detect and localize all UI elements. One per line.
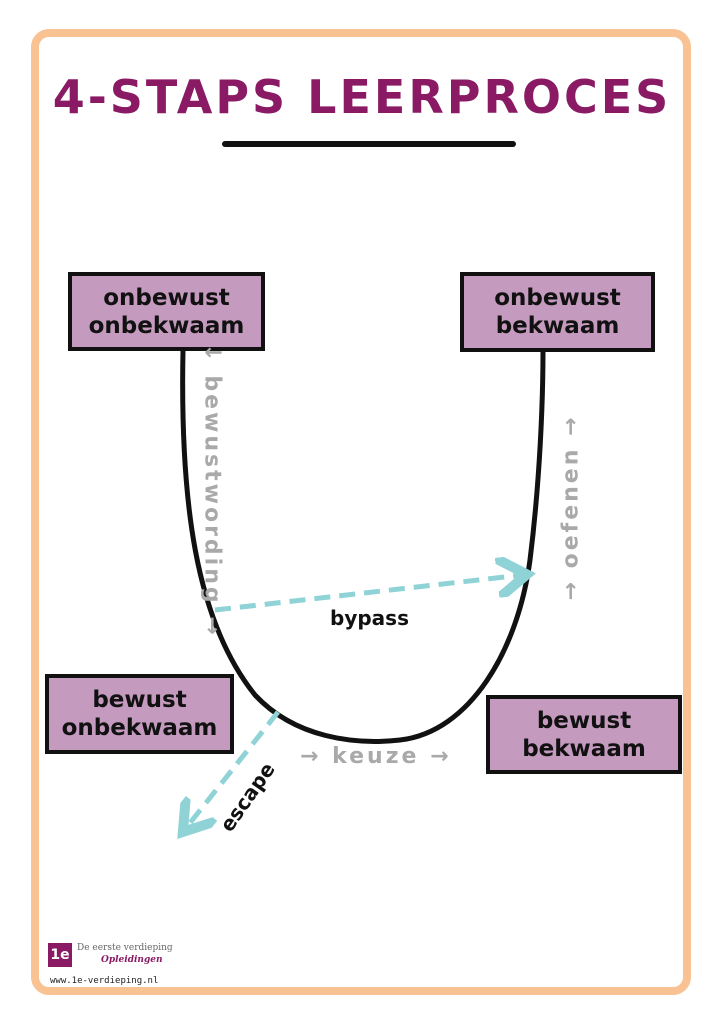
website-url: www.1e-verdieping.nl xyxy=(50,976,159,986)
label-keuze: → keuze → xyxy=(300,744,452,769)
stage-onbewust-onbekwaam: onbewust onbekwaam xyxy=(68,272,265,351)
label-bewustwording: ↓ bewustwording → xyxy=(199,343,225,638)
logo-mark: 1e xyxy=(48,943,72,967)
stage-line: onbekwaam xyxy=(61,715,218,741)
stage-line: bekwaam xyxy=(522,735,646,762)
stage-line: bewust xyxy=(536,707,632,734)
poster-frame xyxy=(31,29,691,995)
stage-line: onbewust xyxy=(494,285,621,311)
label-oefenen: → oefenen → xyxy=(558,414,584,601)
stage-line: bekwaam xyxy=(495,313,620,339)
label-bypass: bypass xyxy=(330,606,409,630)
stage-line: onbewust xyxy=(103,284,230,311)
page-title: 4-STAPS LEERPROCES xyxy=(52,70,672,124)
stage-onbewust-bekwaam: onbewust bekwaam xyxy=(460,272,655,352)
stage-line: onbekwaam xyxy=(88,312,245,339)
bypass-arrow xyxy=(214,575,522,613)
company-name: De eerste verdieping xyxy=(77,943,173,953)
logo-mark-text: 1e xyxy=(50,947,70,963)
u-curve xyxy=(180,349,546,744)
title-underline xyxy=(222,141,516,147)
stage-line: bewust xyxy=(92,687,187,713)
division-name: Opleidingen xyxy=(101,955,163,965)
stage-bewust-onbekwaam: bewust onbekwaam xyxy=(45,674,234,754)
stage-bewust-bekwaam: bewust bekwaam xyxy=(486,695,682,774)
